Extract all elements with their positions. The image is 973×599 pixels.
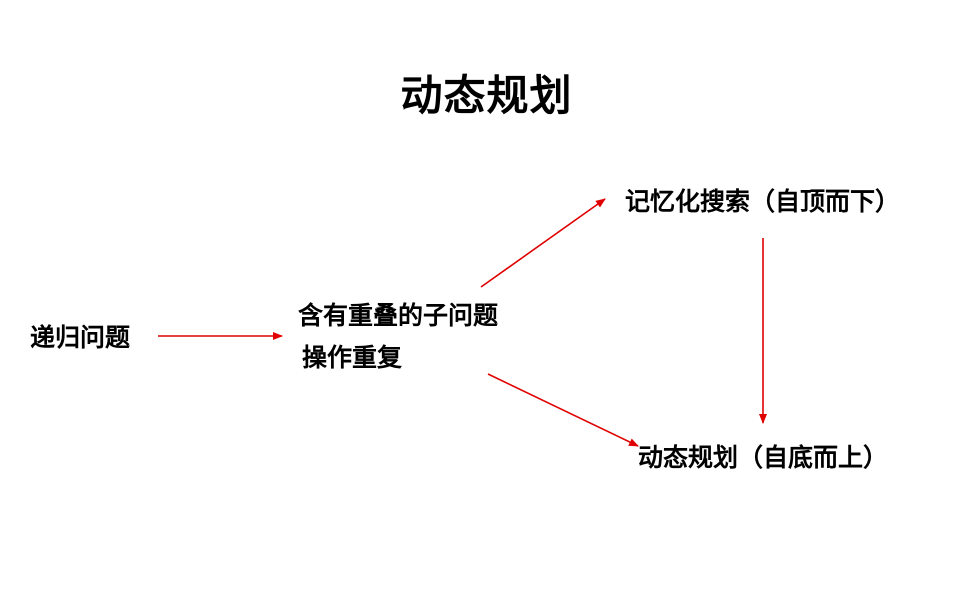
node-dynamic-programming: 动态规划（自底而上） [638, 443, 889, 472]
arrow-overlap-to-dp [487, 373, 639, 447]
node-recursion: 递归问题 [30, 323, 131, 352]
diagram-title: 动态规划 [400, 71, 573, 120]
node-overlapping-subproblems: 含有重叠的子问题 [298, 301, 499, 330]
node-repeated-operations: 操作重复 [302, 343, 403, 372]
node-memoization: 记忆化搜索（自顶而下） [625, 187, 901, 216]
arrow-overlap-to-memoization [480, 198, 606, 288]
